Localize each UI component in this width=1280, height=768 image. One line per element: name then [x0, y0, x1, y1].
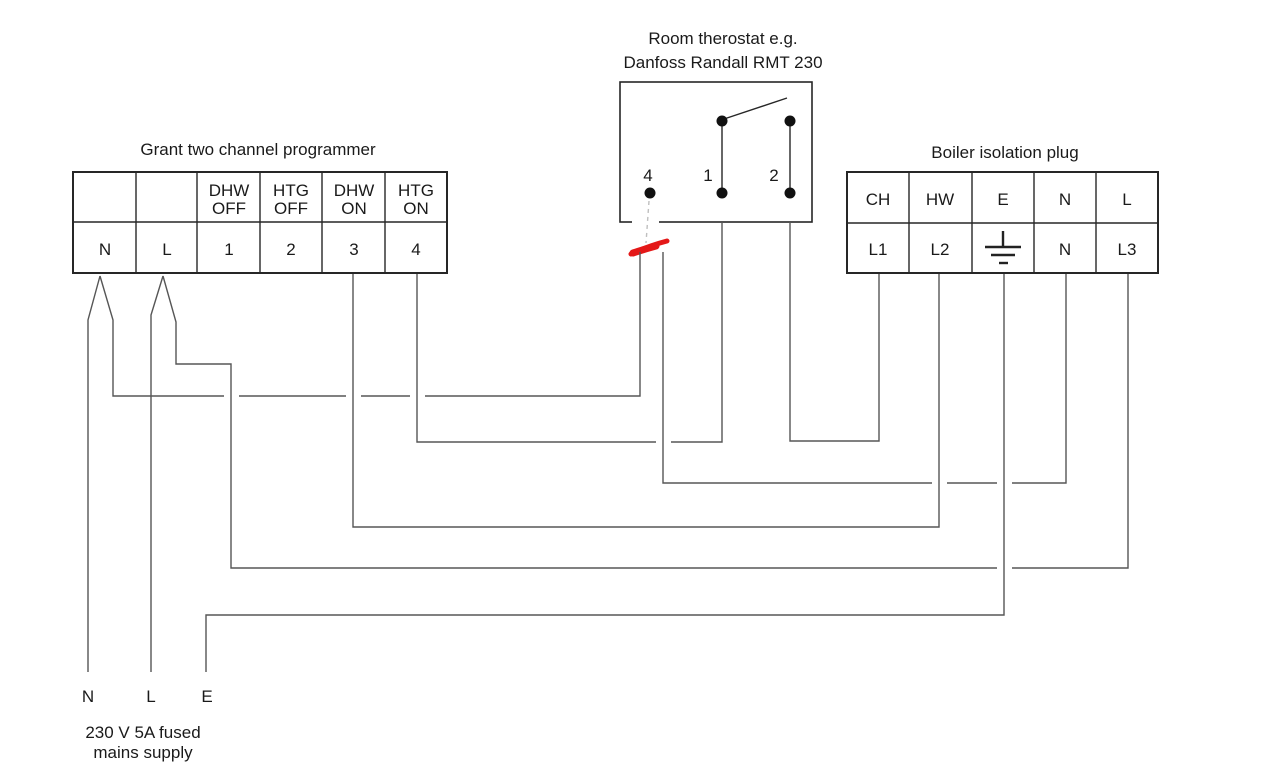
red-annotation-mark: [628, 238, 670, 257]
boiler-terminal-n: N: [1059, 240, 1071, 259]
wire-programmer-3-to-boiler-l2: [352, 274, 940, 528]
thermostat-box: 4 1 2: [619, 81, 813, 257]
wire-thermostat-2-to-boiler-l1: [789, 222, 880, 442]
boiler-terminal-l1: L1: [869, 240, 888, 259]
programmer-terminal-4: 4: [411, 240, 420, 259]
boiler-title: Boiler isolation plug: [931, 143, 1078, 162]
thermostat-switch-lever: [723, 97, 788, 120]
erased-wire-remnant: [645, 200, 650, 244]
boiler-column-dividers: [908, 172, 1097, 273]
mains-supply: N L E 230 V 5A fused mains supply: [82, 687, 213, 762]
programmer-terminal-2: 2: [286, 240, 295, 259]
programmer-terminal-1: 1: [224, 240, 233, 259]
boiler-label-l: L: [1122, 190, 1131, 209]
programmer-header-dhw-on-line1: DHW: [334, 181, 375, 200]
wire-mains-n-to-programmer-n: [87, 275, 101, 672]
programmer-table: DHW OFF HTG OFF DHW ON HTG ON N L 1 2 3 …: [72, 171, 448, 274]
wire-thermostat-4-to-boiler-n: [662, 252, 1067, 484]
thermostat-terminal-2-dot: [784, 187, 796, 199]
mains-label-e: E: [201, 687, 212, 706]
thermostat-terminal-1-dot: [716, 187, 728, 199]
wiring: [87, 222, 1129, 672]
wire-mains-e-to-boiler-earth: [205, 274, 1005, 672]
programmer-header-htg-on-line2: ON: [403, 199, 429, 218]
thermostat-label-2: 2: [769, 166, 778, 185]
programmer-terminal-3: 3: [349, 240, 358, 259]
thermostat-border: [619, 81, 813, 223]
programmer-header-dhw-off-line1: DHW: [209, 181, 250, 200]
mains-caption-line2: mains supply: [93, 743, 193, 762]
wire-programmer-n-to-thermostat-4: [99, 252, 641, 397]
mains-label-l: L: [146, 687, 155, 706]
boiler-label-hw: HW: [926, 190, 954, 209]
boiler-plug-table: CH HW E N L L1 L2 N L3: [846, 171, 1159, 274]
programmer-column-dividers: [135, 172, 386, 273]
mains-caption-line1: 230 V 5A fused: [85, 723, 200, 742]
programmer-title: Grant two channel programmer: [140, 140, 376, 159]
wire-programmer-4-to-thermostat-1: [416, 222, 723, 443]
boiler-label-n: N: [1059, 190, 1071, 209]
programmer-header-htg-off-line1: HTG: [273, 181, 309, 200]
programmer-header-htg-on-line1: HTG: [398, 181, 434, 200]
programmer-header-dhw-off-line2: OFF: [212, 199, 246, 218]
earth-ground-icon: [985, 231, 1021, 265]
programmer-terminal-l: L: [162, 240, 171, 259]
programmer-header-dhw-on-line2: ON: [341, 199, 367, 218]
thermostat-label-4: 4: [643, 166, 652, 185]
thermostat-terminal-4-dot: [644, 187, 656, 199]
wire-mains-l-to-programmer-l: [150, 275, 164, 672]
wire-programmer-l-to-boiler-l3: [162, 274, 1129, 569]
thermostat-label-1: 1: [703, 166, 712, 185]
programmer-header-htg-off-line2: OFF: [274, 199, 308, 218]
boiler-terminal-l3: L3: [1118, 240, 1137, 259]
thermostat-title-line2: Danfoss Randall RMT 230: [623, 53, 822, 72]
thermostat-switch-contact-dot: [784, 115, 796, 127]
mains-label-n: N: [82, 687, 94, 706]
boiler-label-ch: CH: [866, 190, 891, 209]
boiler-terminal-l2: L2: [931, 240, 950, 259]
programmer-terminal-n: N: [99, 240, 111, 259]
thermostat-switch-pole-dot: [716, 115, 728, 127]
red-mark-stroke-thick: [629, 242, 660, 257]
thermostat-title-line1: Room therostat e.g.: [648, 29, 797, 48]
boiler-label-e: E: [997, 190, 1008, 209]
